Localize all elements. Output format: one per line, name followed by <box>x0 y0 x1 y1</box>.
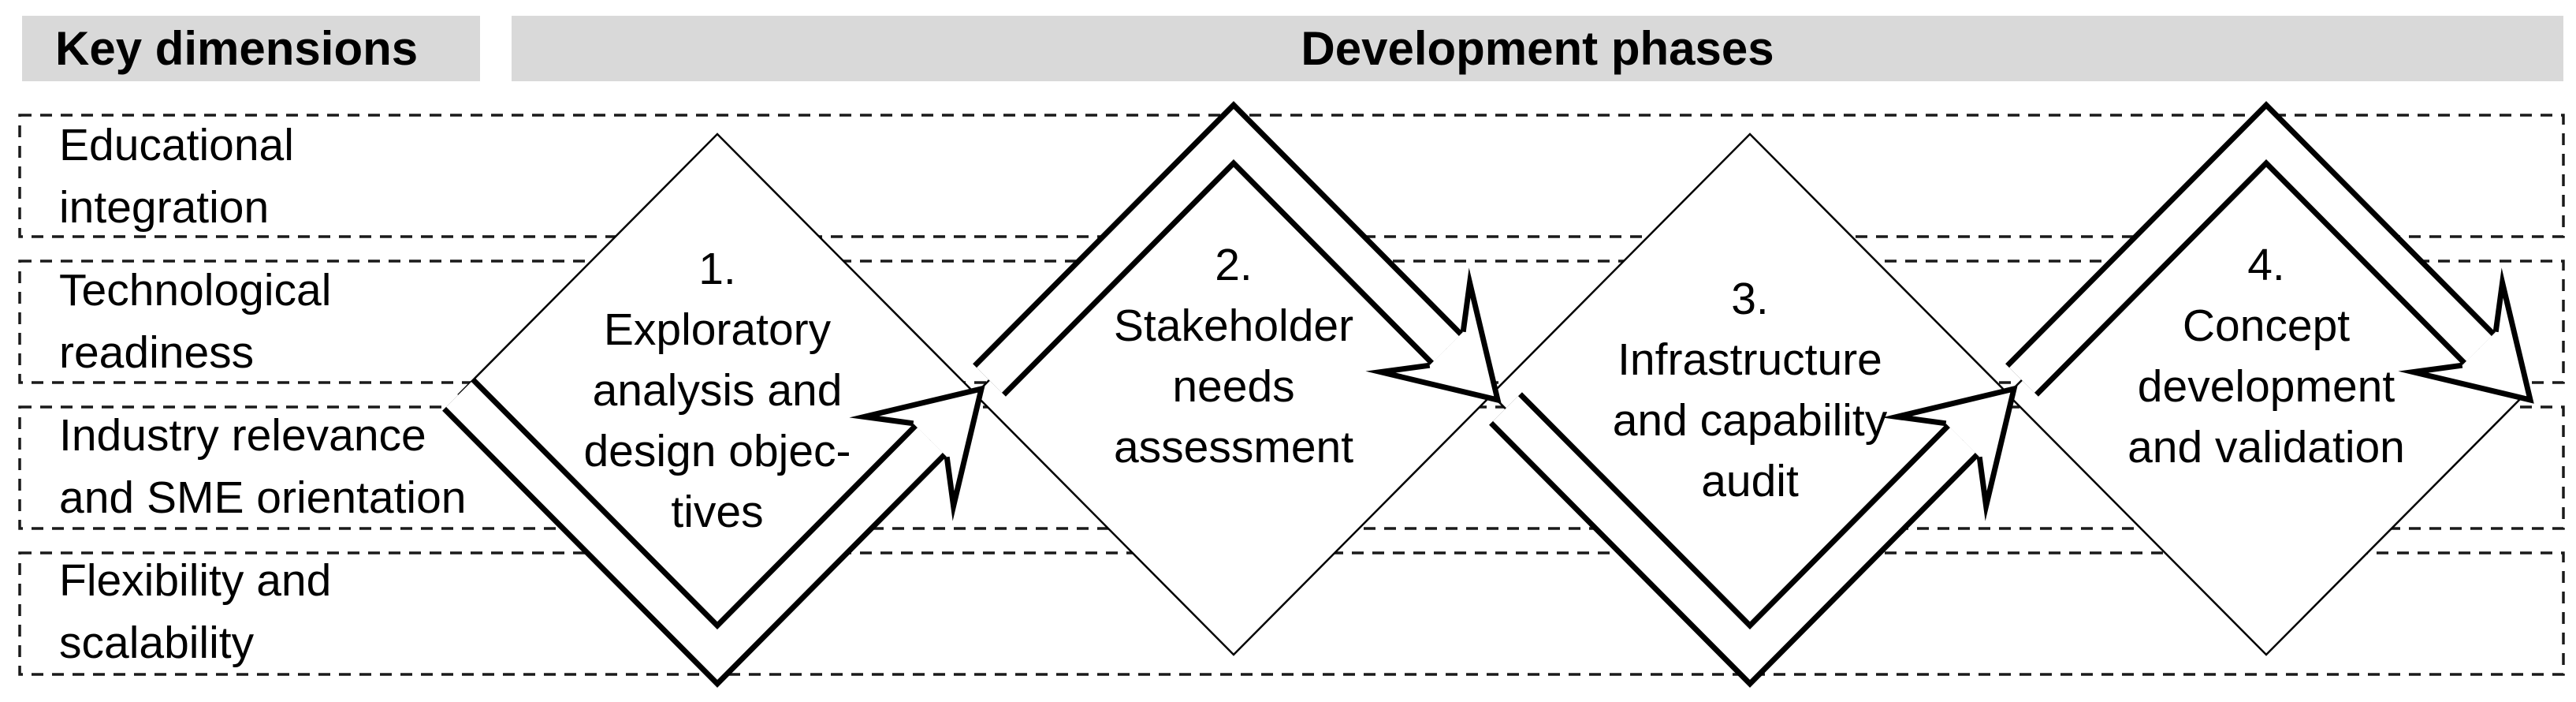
phase-number: 4. <box>2247 240 2285 290</box>
phase-line: design objec- <box>583 426 851 476</box>
phase-2-label: 2. Stakeholder needs assessment <box>1029 235 1439 478</box>
phase-number: 1. <box>698 244 736 294</box>
dimension-line: integration <box>59 182 270 233</box>
phase-number: 2. <box>1215 240 1253 290</box>
phase-line: analysis and <box>592 365 843 416</box>
phase-line: audit <box>1701 456 1799 506</box>
dimension-line: and SME orientation <box>59 472 467 523</box>
phase-line: tives <box>671 487 764 537</box>
dimension-line: readiness <box>59 327 255 378</box>
dimension-label-flexibility-scalability: Flexibility and scalability <box>59 550 331 674</box>
phase-line: development <box>2137 361 2395 412</box>
phase-line: Infrastructure <box>1617 334 1882 385</box>
dimension-line: Technological <box>59 265 332 316</box>
dimension-line: Flexibility and <box>59 555 332 606</box>
phase-3-label: 3. Infrastructure and capability audit <box>1545 269 1955 512</box>
arrowhead-3 <box>1882 385 2018 521</box>
phase-line: and capability <box>1612 395 1888 446</box>
phase-line: needs <box>1172 361 1295 412</box>
dimension-label-industry-relevance-sme: Industry relevance and SME orientation <box>59 405 466 529</box>
arrowhead-1 <box>849 385 985 521</box>
arrowhead-4 <box>2398 267 2534 404</box>
dimension-label-educational-integration: Educational integration <box>59 114 294 239</box>
flow-band-1-fill <box>446 382 943 680</box>
phase-1-label: 1. Exploratory analysis and design objec… <box>512 239 922 543</box>
flow-band-3-fill <box>1493 396 1975 680</box>
phase-line: Concept <box>2182 301 2351 351</box>
phase-line: Stakeholder <box>1113 301 1354 351</box>
phase-4-label: 4. Concept development and validation <box>2061 235 2471 478</box>
dimension-line: Industry relevance <box>59 410 426 461</box>
header-key-dimensions: Key dimensions <box>22 16 480 81</box>
dimension-line: scalability <box>59 618 255 668</box>
header-key-dimensions-label: Key dimensions <box>55 22 419 75</box>
dimension-line: Educational <box>59 120 294 170</box>
phase-number: 3. <box>1731 274 1769 324</box>
phase-line: assessment <box>1113 422 1354 472</box>
header-development-phases-label: Development phases <box>1301 22 1774 75</box>
arrowhead-2 <box>1365 267 1502 404</box>
dimension-label-technological-readiness: Technological readiness <box>59 260 331 384</box>
header-development-phases: Development phases <box>512 16 2563 81</box>
phase-line: and validation <box>2127 422 2405 472</box>
flow-band-4-fill <box>2009 109 2492 393</box>
flow-band-2-fill <box>977 109 1459 393</box>
phase-line: Exploratory <box>603 304 832 355</box>
